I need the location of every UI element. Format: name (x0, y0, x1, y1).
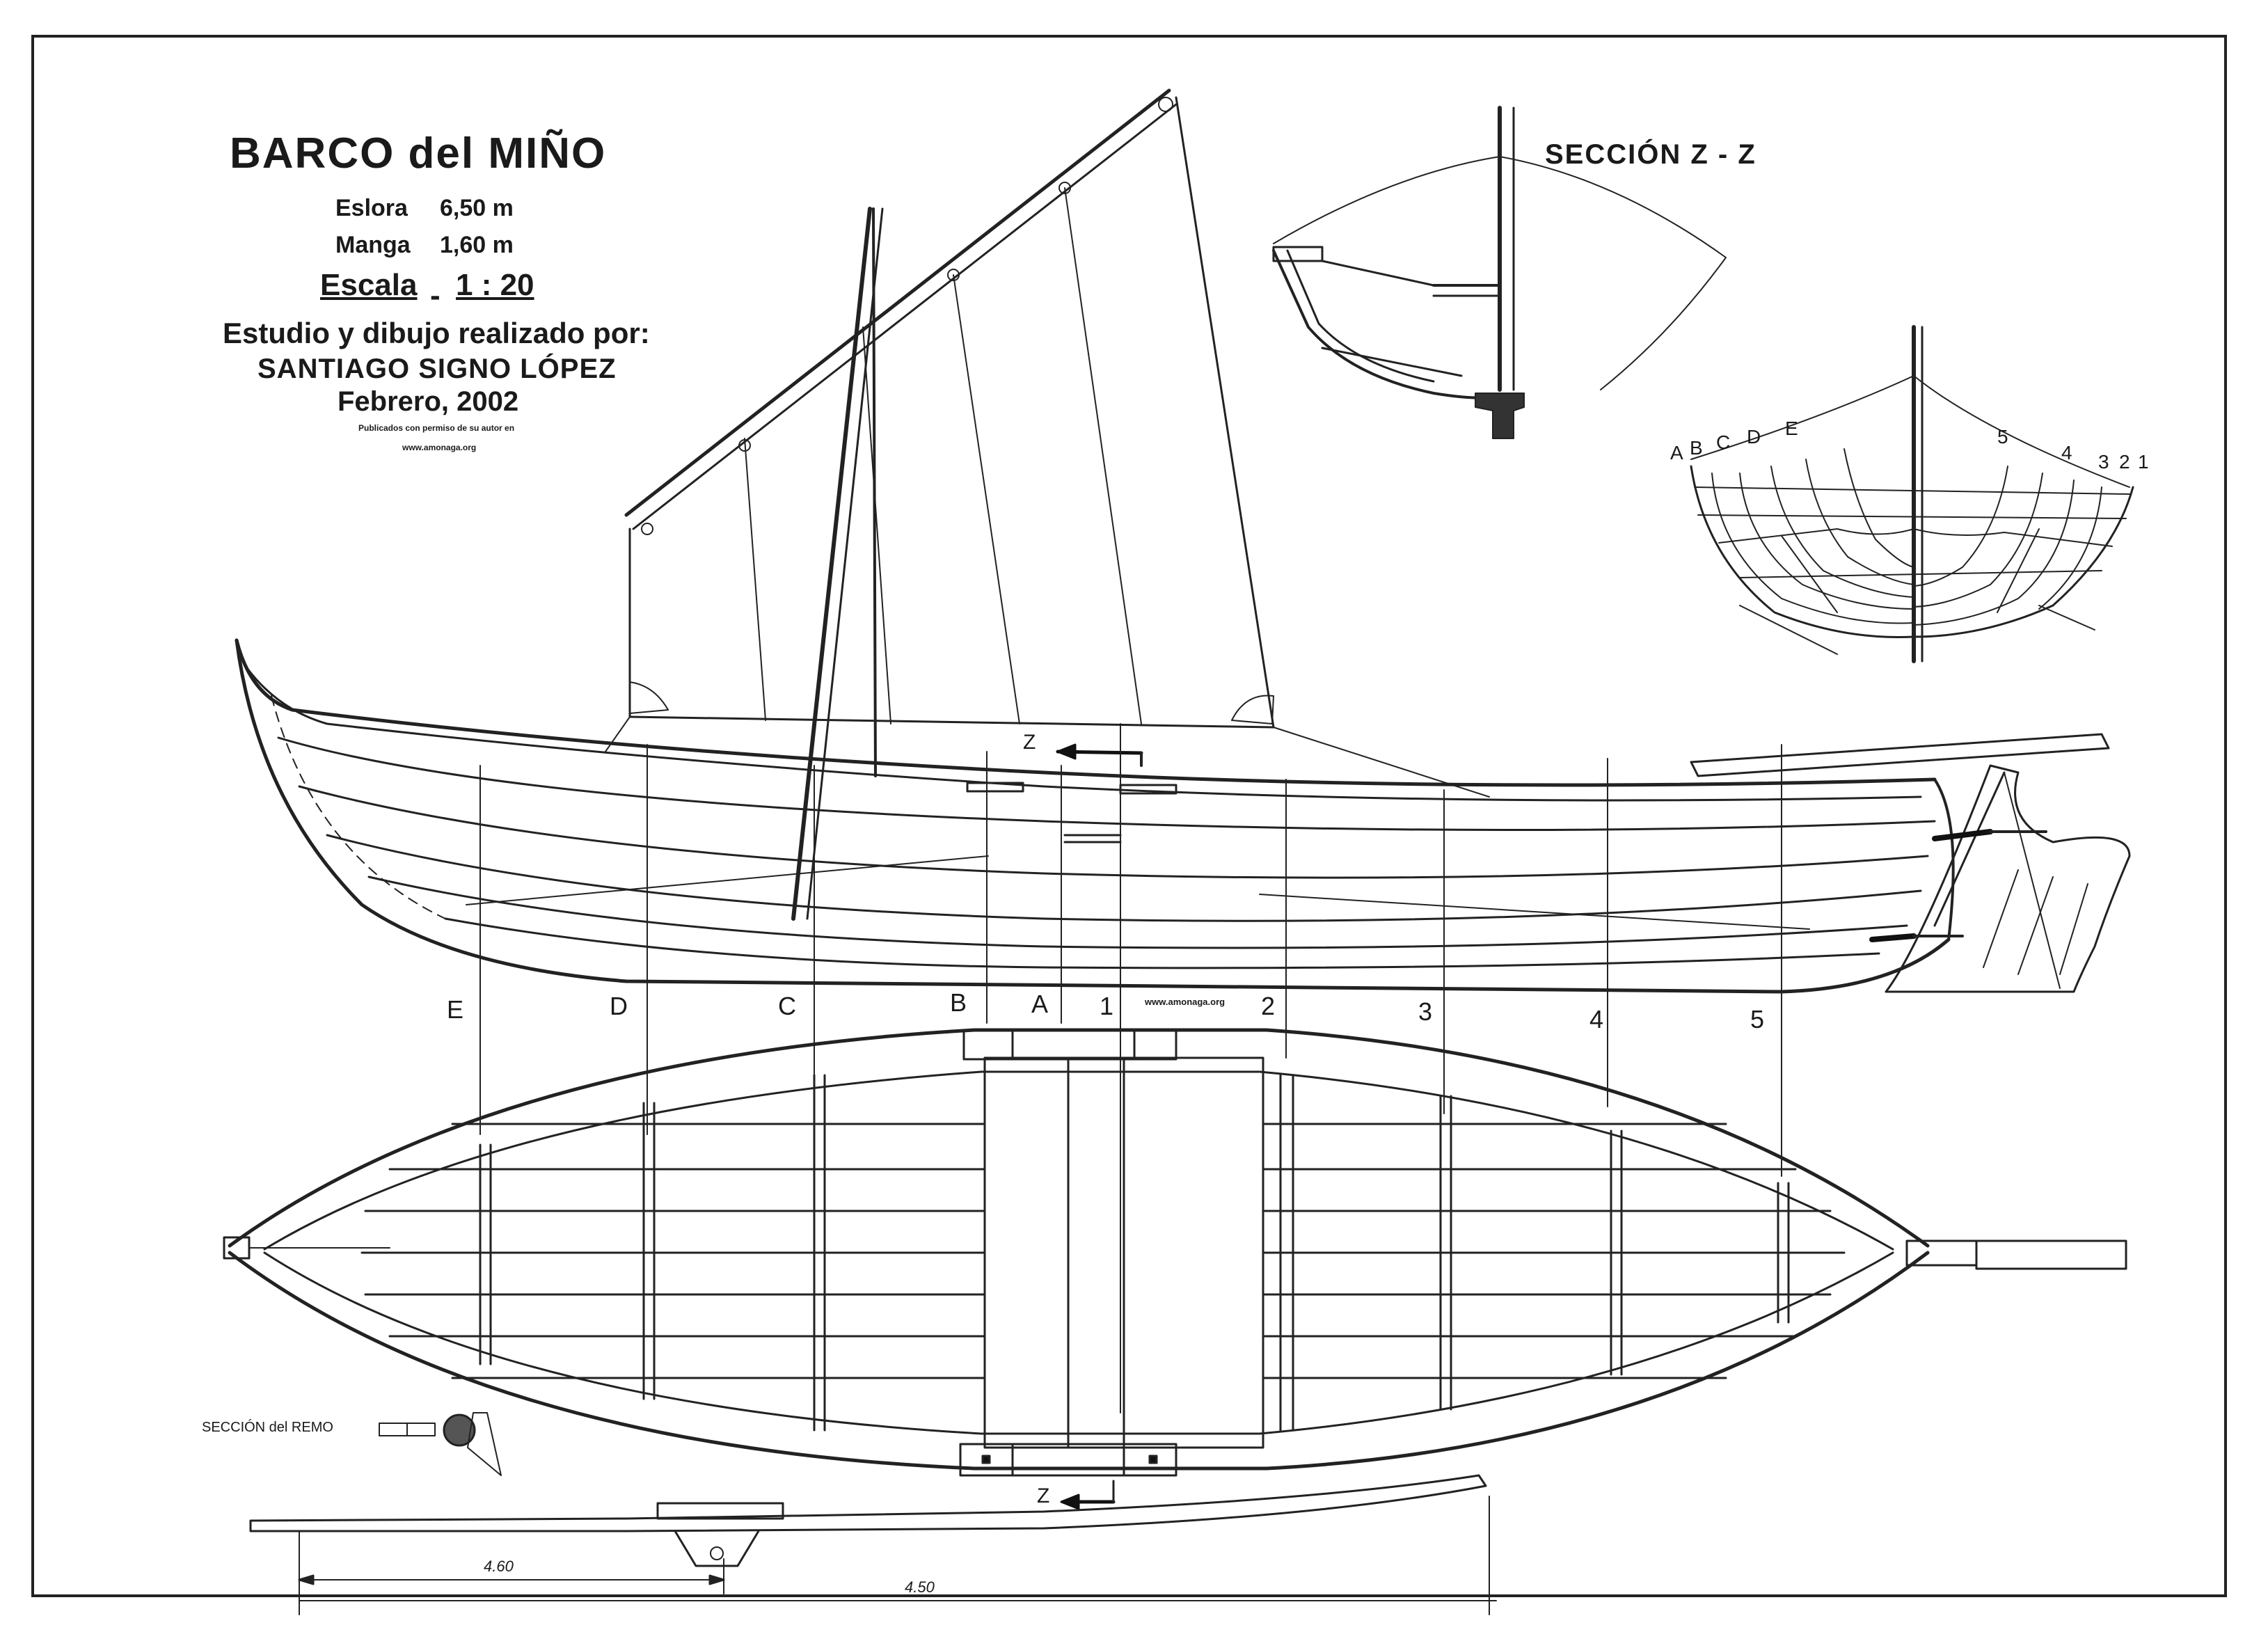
body-station-2: 2 (2119, 451, 2130, 473)
station-label-1: 1 (1100, 992, 1114, 1020)
section-title: SECCIÓN Z - Z (1545, 139, 1756, 170)
oar-drawing (249, 1474, 1497, 1615)
station-label-c: C (778, 992, 796, 1020)
station-label-4: 4 (1589, 1005, 1604, 1033)
station-label-3: 3 (1418, 997, 1433, 1026)
body-plan (1690, 325, 2134, 663)
credit-website: www.amonaga.org (402, 443, 477, 452)
station-label-e: E (447, 995, 464, 1024)
beam-value: 1,60 m (440, 232, 514, 258)
scale-separator: - (430, 278, 441, 312)
body-station-5: 5 (1997, 426, 2008, 447)
body-station-1: 1 (2138, 451, 2149, 473)
author-date: Febrero, 2002 (338, 386, 519, 417)
oar-section-label: SECCIÓN del REMO (202, 1420, 333, 1435)
website-label: www.amonaga.org (1145, 997, 1226, 1007)
body-station-a: A (1670, 442, 1683, 464)
beam-label: Manga (335, 232, 411, 258)
station-label-b: B (950, 988, 967, 1017)
oar-section-symbol (379, 1412, 502, 1476)
author-name: SANTIAGO SIGNO LÓPEZ (257, 354, 617, 384)
dimension-left: 4.60 (484, 1558, 514, 1575)
station-label-5: 5 (1750, 1005, 1765, 1033)
scale-label: Escala (320, 268, 418, 302)
section-z-z (1272, 106, 1727, 439)
section-marker-bottom: Z (1037, 1484, 1050, 1507)
body-station-d: D (1747, 426, 1761, 447)
hull-plan (223, 1028, 2127, 1510)
sail-rig (605, 88, 1490, 921)
dimension-total: 4.50 (905, 1578, 935, 1596)
station-lines (479, 723, 1782, 1413)
station-label-a: A (1031, 990, 1049, 1018)
author-intro: Estudio y dibujo realizado por: (223, 317, 650, 349)
section-marker-top: Z (1023, 731, 1036, 754)
drawing-title: BARCO del MIÑO (230, 129, 607, 177)
hull-profile (235, 638, 2131, 994)
body-station-4: 4 (2061, 442, 2072, 464)
body-station-c: C (1716, 431, 1731, 453)
body-station-3: 3 (2098, 451, 2109, 473)
station-label-2: 2 (1261, 992, 1276, 1020)
length-value: 6,50 m (440, 195, 514, 221)
body-station-e: E (1785, 418, 1798, 439)
length-label: Eslora (335, 195, 408, 221)
body-station-b: B (1690, 437, 1703, 459)
drawing-frame (31, 35, 2227, 1597)
credit-line: Publicados con permiso de su autor en (358, 423, 515, 433)
station-label-d: D (610, 992, 628, 1020)
scale-value: 1 : 20 (456, 268, 534, 302)
